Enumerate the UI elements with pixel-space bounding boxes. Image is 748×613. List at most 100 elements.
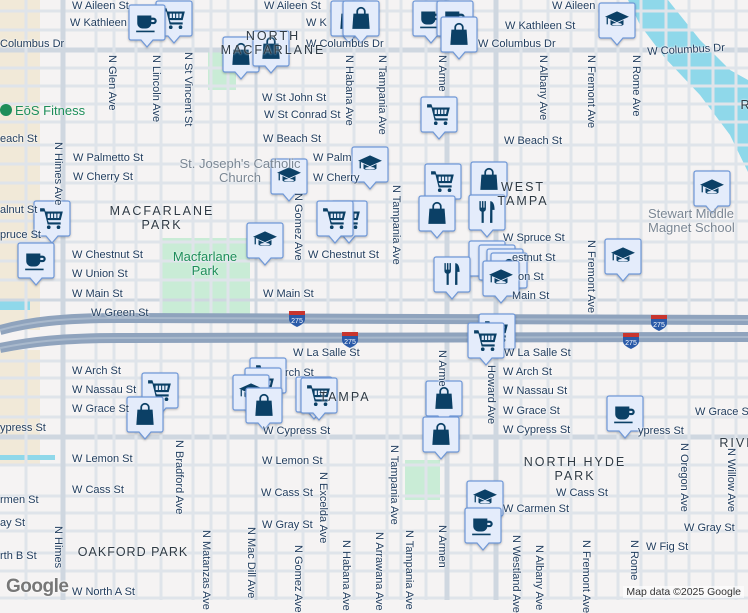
map-marker[interactable] [33, 200, 71, 244]
street-label: Columbus Dr [0, 38, 65, 50]
map-marker[interactable] [604, 238, 642, 282]
street-label: W Columbus Dr [478, 38, 556, 50]
street-label: W La Salle St [293, 347, 360, 359]
neighborhood-label: MACFARLANE PARK [109, 204, 215, 232]
street-label: W Cass St [556, 487, 608, 499]
street-label: W Arch St [503, 366, 552, 378]
map-marker[interactable] [420, 96, 458, 140]
street-label: rmen St [0, 494, 39, 506]
map-marker[interactable] [342, 0, 380, 44]
avenue-label: N Habana Ave [343, 55, 355, 126]
avenue-label: N Fremont Ave [585, 55, 597, 129]
avenue-label: N Glen Ave [106, 55, 118, 111]
highway-centerline [0, 316, 748, 349]
map-attribution[interactable]: Map data ©2025 Google [623, 586, 744, 598]
fitness-pin-icon [0, 104, 12, 116]
street-label: W Kathleen [70, 17, 127, 29]
map-marker[interactable] [316, 200, 354, 244]
avenue-label: N Habana Ave [340, 540, 352, 611]
street-label: W Grace St [72, 403, 129, 415]
avenue-label: N Tampania Ave [390, 185, 402, 265]
map-marker[interactable] [351, 146, 389, 190]
interstate-shield: 275 [288, 311, 306, 327]
map-marker[interactable] [467, 322, 505, 366]
map-marker[interactable] [422, 416, 460, 460]
map-marker[interactable] [606, 395, 644, 439]
map-marker[interactable] [126, 396, 164, 440]
street-label: W Lemon St [72, 453, 133, 465]
street-label: W Cass St [72, 484, 124, 496]
church-label[interactable]: St. Joseph's Catholic Church [179, 156, 301, 185]
street-label: Main St [512, 290, 550, 302]
map-marker[interactable] [433, 256, 471, 300]
interstate-shield-icon: 275 [623, 333, 639, 349]
interstate-shield-icon: 275 [342, 332, 358, 348]
street-label: W Cypress St [263, 425, 331, 437]
avenue-label: N Himes Ave [52, 142, 64, 206]
street-label: W Main St [72, 288, 123, 300]
map-marker[interactable] [246, 222, 284, 266]
map-marker[interactable] [693, 170, 731, 214]
street-label: on St [518, 271, 544, 283]
map-marker[interactable] [17, 242, 55, 286]
street-label: W Beach St [263, 133, 322, 145]
avenue-label: N Arme [436, 350, 448, 387]
map-marker[interactable] [128, 4, 166, 48]
street-label: W K [306, 17, 327, 29]
avenue-label: N Willow Ave [725, 448, 737, 512]
avenue-label: N Matanzas Ave [200, 530, 212, 610]
map-marker[interactable] [252, 30, 290, 74]
map-marker[interactable] [300, 377, 338, 421]
map-marker[interactable] [440, 16, 478, 60]
street-label: W Spruce St [503, 232, 565, 244]
avenue-label: N St Vincent St [182, 52, 194, 127]
fitness-label[interactable]: EōS Fitness [15, 103, 86, 118]
interstate-shield: 275 [650, 315, 668, 331]
street-label: W Main St [263, 288, 314, 300]
street-label: W Cass St [261, 487, 313, 499]
street-label: W Palm [313, 152, 352, 164]
neighborhood-label: R [740, 98, 748, 112]
avenue-label: N Tampania Ave [376, 55, 388, 135]
avenue-label: N Mac Dill Ave [245, 527, 257, 599]
street-label: W North A St [72, 586, 135, 598]
poi-dot-fitness[interactable]: EōS Fitness [0, 104, 85, 118]
svg-text:275: 275 [653, 322, 665, 329]
interstate-shield: 275 [622, 333, 640, 349]
map-marker[interactable] [468, 194, 506, 238]
street-label: alnut St [0, 204, 38, 216]
avenue-label: N Fremont Ave [585, 240, 597, 314]
avenue-label: N Westland Ave [510, 535, 522, 613]
street-label: W St John St [262, 92, 327, 104]
map-marker[interactable] [464, 507, 502, 551]
park-label[interactable]: Macfarlane Park [172, 249, 238, 278]
map-marker[interactable] [598, 2, 636, 46]
map-canvas[interactable] [0, 0, 748, 600]
street-label: rch St [285, 367, 314, 379]
park-area [405, 460, 440, 500]
map-marker[interactable] [482, 260, 520, 304]
street-label: W Chestnut St [72, 249, 143, 261]
street-label: ay St [0, 517, 26, 529]
street-label: W Gray St [262, 519, 313, 531]
school-label[interactable]: Stewart Middle Magnet School [648, 206, 735, 235]
street-label: W Aileen St [264, 0, 321, 12]
street-label: W Grace St [695, 406, 748, 418]
map-marker[interactable] [270, 158, 308, 202]
avenue-label: N Arrawana Ave [373, 532, 385, 611]
avenue-label: N Oregon Ave [678, 443, 690, 512]
street-label: W Beach St [504, 135, 563, 147]
avenue-label: N Himes [52, 526, 64, 569]
map-marker[interactable] [418, 195, 456, 239]
neighborhood-label: WEST TAMPA [497, 180, 549, 208]
street-label: estnut St [512, 252, 556, 264]
svg-text:275: 275 [291, 318, 303, 325]
street-label: W Carmen St [503, 503, 570, 515]
map-marker[interactable] [245, 387, 283, 431]
avenue-label: N Albany Ave [533, 545, 545, 611]
street-label: W St Conrad St [264, 109, 341, 121]
commercial-area [0, 350, 40, 465]
street-label: W Cherry [313, 172, 360, 184]
avenue-label: Howard Ave [485, 365, 497, 425]
interstate-shield-icon: 275 [651, 315, 667, 331]
